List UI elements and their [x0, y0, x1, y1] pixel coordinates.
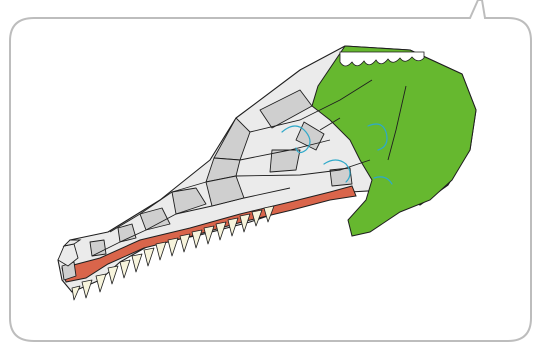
skull-diagram — [0, 0, 533, 349]
figure-canvas — [0, 0, 533, 349]
